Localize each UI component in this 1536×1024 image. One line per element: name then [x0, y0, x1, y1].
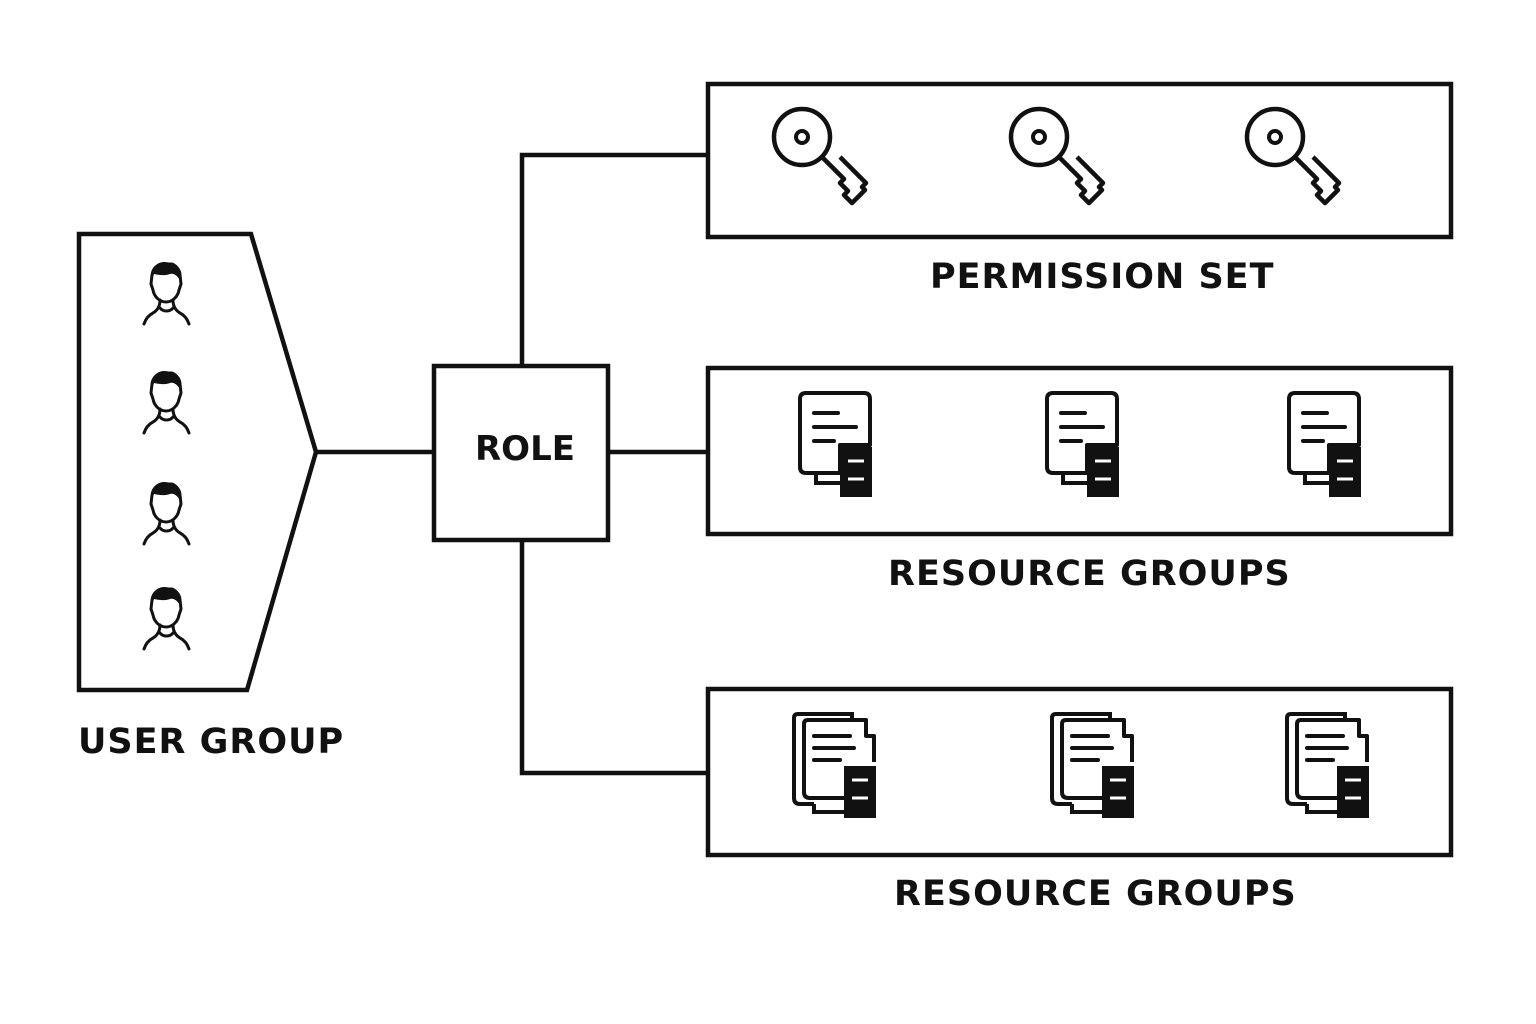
permission-set-label: PERMISSION SET [930, 257, 1274, 297]
resource-groups-box-2 [705, 686, 1454, 858]
user-group-box [76, 231, 319, 693]
connector-role-permission [519, 152, 708, 366]
role-label: ROLE [475, 429, 575, 469]
connector-role-resources-2 [519, 540, 708, 776]
permission-set-box [705, 81, 1454, 240]
resource-groups-box-1 [705, 365, 1454, 537]
resource-groups-label-2: RESOURCE GROUPS [894, 874, 1297, 914]
role-box [431, 363, 611, 543]
user-group-label: USER GROUP [78, 722, 344, 762]
resource-groups-label-1: RESOURCE GROUPS [888, 554, 1291, 594]
connectors [316, 152, 708, 776]
